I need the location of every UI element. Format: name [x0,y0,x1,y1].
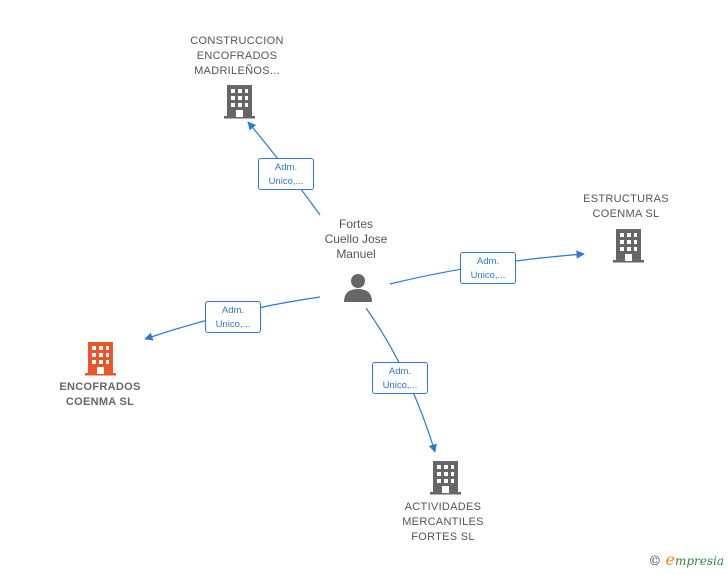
company-label-actividades[interactable]: ACTIVIDADES MERCANTILES FORTES SL [402,501,484,543]
person-name[interactable]: Fortes Cuello Jose Manuel [324,217,388,261]
building-icon-construccion [224,85,255,119]
company-label-encofrados[interactable]: ENCOFRADOS COENMA SL [59,381,141,408]
company-label-construccion[interactable]: CONSTRUCCION ENCOFRADOS MADRILEÑOS... [190,35,284,77]
edge-label-actividades[interactable]: Adm. Unico,... [372,362,428,394]
building-icon-encofrados [85,342,116,376]
building-icon-actividades [430,461,461,495]
company-label-estructuras[interactable]: ESTRUCTURAS COENMA SL [583,193,669,220]
edge-label-encofrados[interactable]: Adm. Unico,... [205,301,261,333]
copyright-symbol: © [648,554,662,569]
brand-logo[interactable]: empresia [665,550,724,569]
building-icon-estructuras [613,229,644,263]
edge-label-construccion[interactable]: Adm. Unico,... [258,158,314,190]
edge-label-estructuras[interactable]: Adm. Unico,... [460,252,516,284]
footer-brand: © empresia [648,550,724,569]
person-icon [344,274,372,302]
